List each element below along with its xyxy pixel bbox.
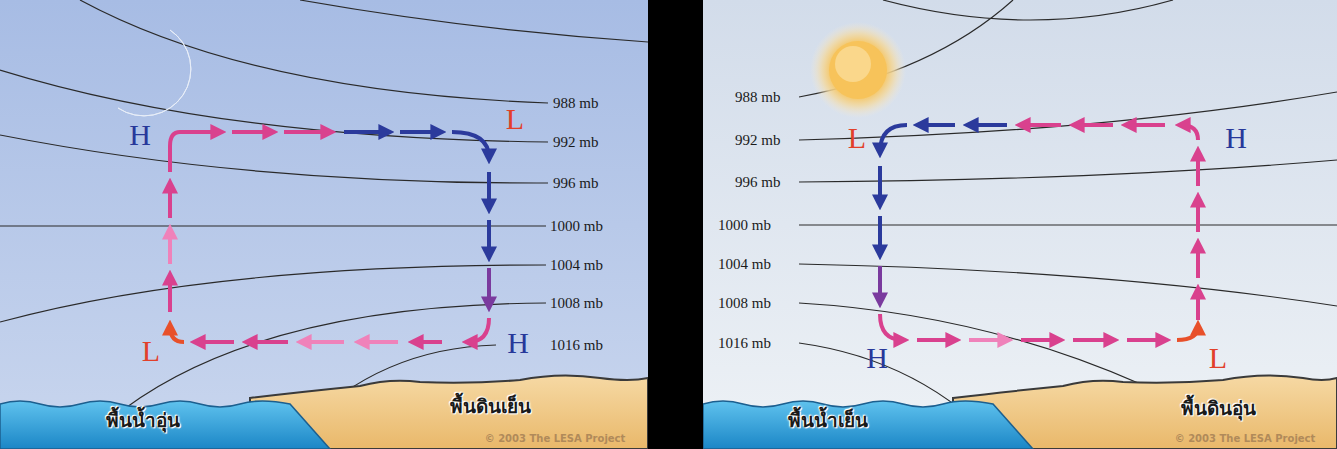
isobar-value: 1016 mb	[550, 337, 603, 354]
low-pressure-letter: L	[142, 334, 160, 367]
high-pressure-letter: H	[1225, 121, 1247, 154]
low-pressure-letter: L	[848, 121, 866, 154]
isobar-value: 988 mb	[553, 95, 598, 112]
low-pressure-letter: L	[1209, 341, 1227, 374]
ground-label: พื้นดินเย็น	[450, 396, 531, 417]
day-panel	[703, 0, 1337, 449]
isobar-value: 1008 mb	[550, 295, 603, 312]
isobar-value: 992 mb	[735, 132, 780, 149]
isobar-value: 996 mb	[553, 175, 598, 192]
isobar-value: 1000 mb	[718, 217, 771, 234]
ground-label: พื้นน้ำอุ่น	[106, 410, 180, 431]
ground-label: พื้นน้ำเย็น	[788, 410, 868, 431]
isobar-value: 1008 mb	[718, 295, 771, 312]
copyright-note: © 2003 The LESA Project	[1175, 433, 1316, 444]
high-pressure-letter: H	[866, 341, 888, 374]
copyright-note: © 2003 The LESA Project	[485, 433, 626, 444]
isobar-value: 992 mb	[553, 134, 598, 151]
isobar-value: 1000 mb	[550, 218, 603, 235]
low-pressure-letter: L	[506, 102, 524, 135]
high-pressure-letter: H	[129, 118, 151, 151]
isobar-value: 1016 mb	[718, 335, 771, 352]
ground-label: พื้นดินอุ่น	[1181, 398, 1256, 419]
high-pressure-letter: H	[507, 326, 529, 359]
isobar-value: 1004 mb	[550, 257, 603, 274]
night-panel	[0, 0, 648, 449]
isobar-value: 996 mb	[735, 174, 780, 191]
isobar-value: 1004 mb	[718, 256, 771, 273]
isobar-value: 988 mb	[735, 89, 780, 106]
